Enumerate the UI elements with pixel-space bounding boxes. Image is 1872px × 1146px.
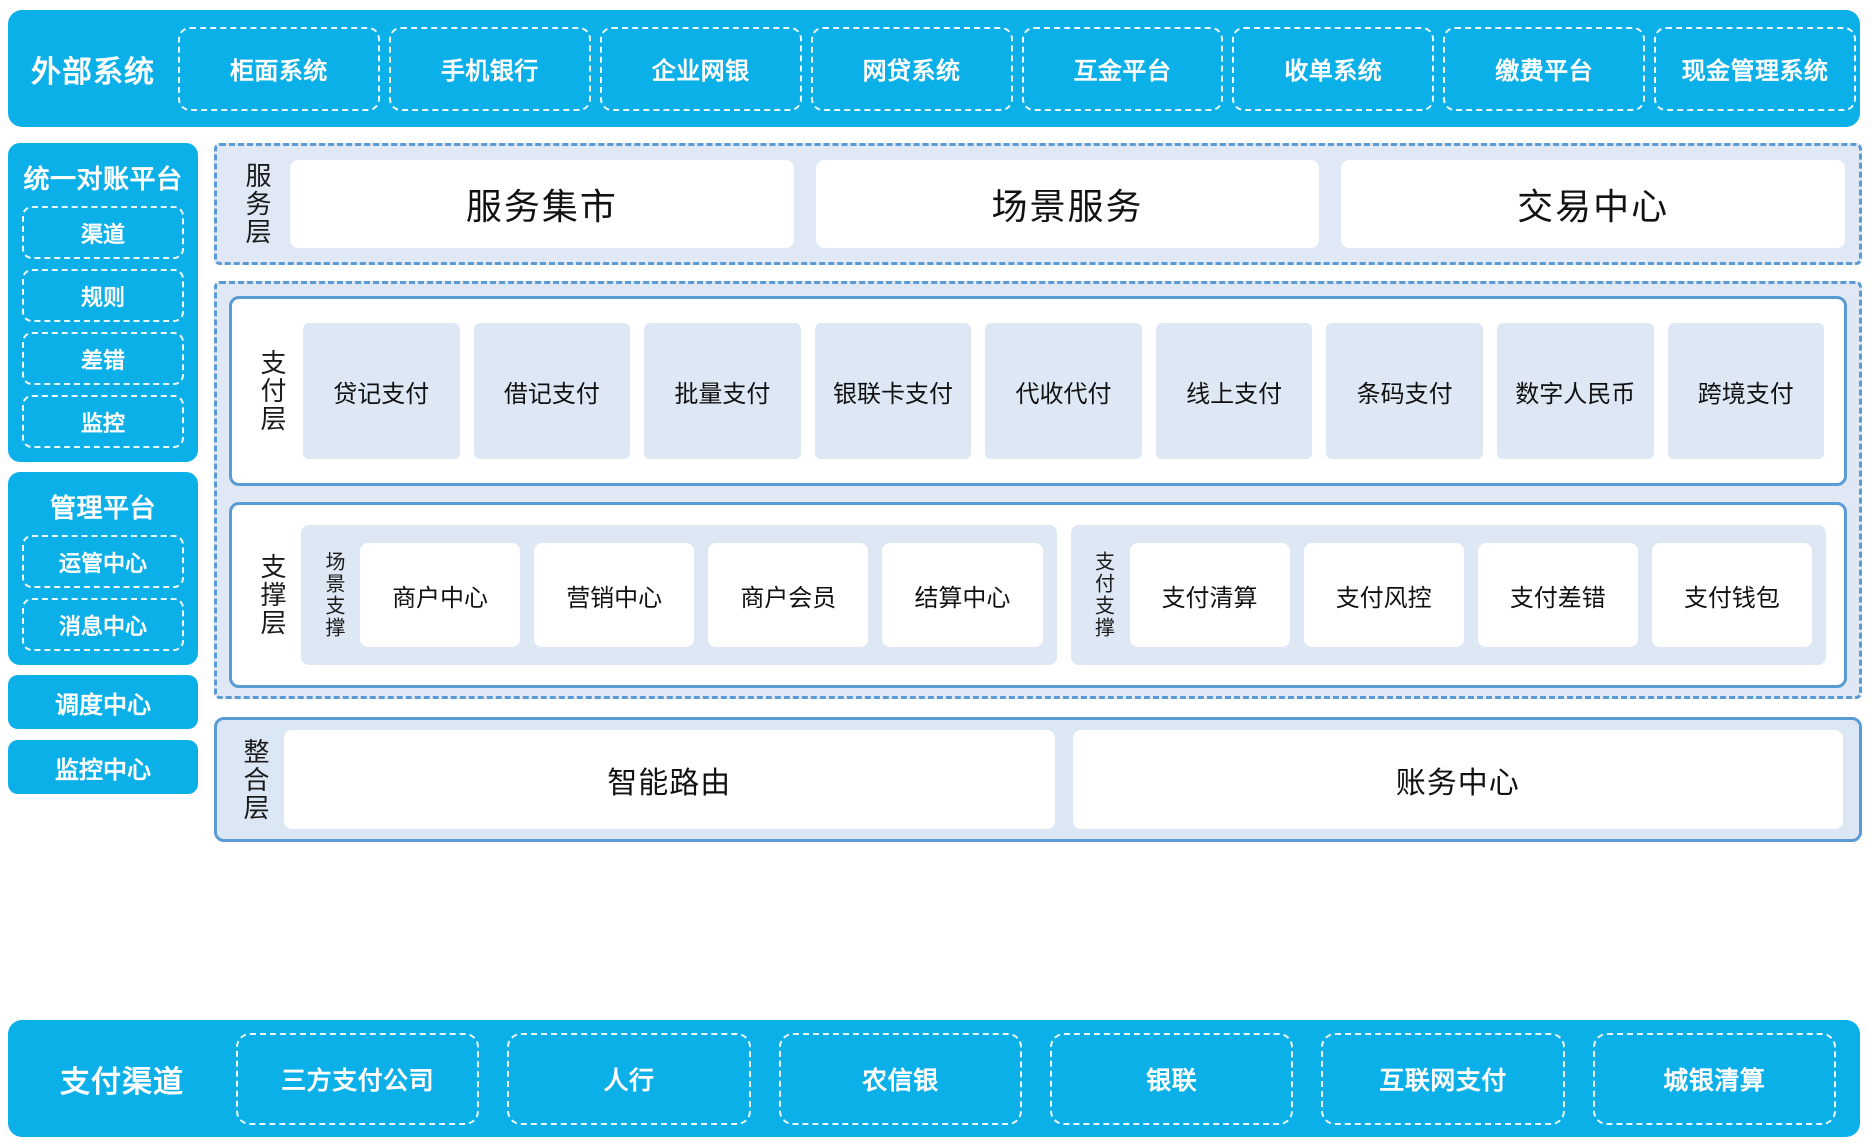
support-group-payment: 支付支撑 支付清算 支付风控 支付差错 支付钱包: [1070, 525, 1826, 665]
payment-card-crossborder[interactable]: 跨境支付: [1667, 323, 1825, 459]
external-systems-bar: 外部系统 柜面系统 手机银行 企业网银 网贷系统 互金平台 收单系统 缴费平台 …: [8, 10, 1860, 127]
payment-channel-chip[interactable]: 银联: [1049, 1032, 1294, 1125]
payment-channel-chip[interactable]: 农信银: [778, 1032, 1022, 1125]
sidebar-item-channel[interactable]: 渠道: [22, 206, 184, 259]
payment-card-unionpay[interactable]: 银联卡支付: [814, 323, 972, 459]
payment-layer-box: 支付层 贷记支付 借记支付 批量支付 银联卡支付 代收代付 线上支付 条码支付 …: [229, 296, 1847, 486]
sidebar-panel-management: 管理平台 运管中心 消息中心: [8, 472, 198, 665]
external-system-chip[interactable]: 企业网银: [599, 26, 802, 111]
support-group-scenario: 场景支撑 商户中心 营销中心 商户会员 结算中心: [301, 525, 1057, 665]
payment-channel-chip[interactable]: 互联网支付: [1321, 1032, 1565, 1125]
payment-card-online[interactable]: 线上支付: [1155, 323, 1313, 459]
external-systems-list: 柜面系统 手机银行 企业网银 网贷系统 互金平台 收单系统 缴费平台 现金管理系…: [178, 26, 1860, 111]
service-card-transaction[interactable]: 交易中心: [1341, 160, 1846, 248]
integration-card-smart-routing[interactable]: 智能路由: [284, 730, 1055, 829]
sidebar-panel-reconciliation: 统一对账平台 渠道 规则 差错 监控: [8, 143, 198, 462]
main-content: 服务层 服务集市 场景服务 交易中心 支付层 贷记支付 借记支付 批量支付 银联…: [214, 143, 1862, 842]
payment-channel-chip[interactable]: 城银清算: [1592, 1032, 1836, 1125]
external-system-chip[interactable]: 收单系统: [1232, 26, 1435, 111]
integration-card-accounting-center[interactable]: 账务中心: [1072, 730, 1843, 829]
payment-card-debit[interactable]: 借记支付: [473, 323, 631, 459]
integration-layer-box: 整合层 智能路由 账务中心: [214, 717, 1862, 842]
sidebar-item-monitor[interactable]: 监控: [22, 395, 184, 448]
support-group-label-payment: 支付支撑: [1091, 551, 1114, 639]
support-card-payment-error[interactable]: 支付差错: [1477, 543, 1638, 647]
core-layers-container: 支付层 贷记支付 借记支付 批量支付 银联卡支付 代收代付 线上支付 条码支付 …: [214, 281, 1862, 699]
sidebar-item-rule[interactable]: 规则: [22, 269, 184, 322]
payment-channel-chip[interactable]: 人行: [507, 1032, 751, 1125]
payment-layer-cards: 贷记支付 借记支付 批量支付 银联卡支付 代收代付 线上支付 条码支付 数字人民…: [299, 309, 1830, 473]
external-system-chip[interactable]: 缴费平台: [1443, 26, 1646, 111]
sidebar-panel-title: 统一对账平台: [23, 164, 183, 194]
integration-layer-label: 整合层: [240, 737, 270, 822]
sidebar-panel-title: 管理平台: [49, 493, 156, 523]
support-card-settlement-center[interactable]: 结算中心: [882, 543, 1043, 647]
sidebar-item-monitoring-center[interactable]: 监控中心: [8, 740, 198, 794]
support-layer-box: 支撑层 场景支撑 商户中心 营销中心 商户会员 结算中心 支付支撑: [229, 502, 1847, 688]
external-system-chip[interactable]: 柜面系统: [178, 26, 380, 111]
service-card-market[interactable]: 服务集市: [290, 160, 794, 248]
payment-card-dcep[interactable]: 数字人民币: [1496, 323, 1654, 459]
integration-layer-cards: 智能路由 账务中心: [282, 730, 1847, 829]
service-layer-cards: 服务集市 场景服务 交易中心: [284, 160, 1846, 248]
support-card-merchant-member[interactable]: 商户会员: [708, 543, 869, 647]
support-card-payment-clearing[interactable]: 支付清算: [1129, 543, 1290, 647]
external-system-chip[interactable]: 网贷系统: [810, 26, 1013, 111]
external-systems-title: 外部系统: [31, 55, 155, 89]
support-layer-groups: 场景支撑 商户中心 营销中心 商户会员 结算中心 支付支撑 支付清算 支付风控: [299, 515, 1830, 675]
payment-card-batch[interactable]: 批量支付: [644, 323, 801, 459]
payment-channel-list: 三方支付公司 人行 农信银 银联 互联网支付 城银清算: [236, 1032, 1860, 1125]
support-card-payment-risk[interactable]: 支付风控: [1303, 543, 1464, 647]
support-group-cards: 支付清算 支付风控 支付差错 支付钱包: [1126, 533, 1817, 657]
external-system-chip[interactable]: 现金管理系统: [1654, 26, 1856, 111]
service-layer-label: 服务层: [242, 162, 272, 246]
sidebar-item-message-center[interactable]: 消息中心: [22, 598, 184, 651]
sidebar-item-scheduling-center[interactable]: 调度中心: [8, 675, 198, 729]
support-card-payment-wallet[interactable]: 支付钱包: [1651, 543, 1812, 647]
payment-channel-chip[interactable]: 三方支付公司: [236, 1032, 480, 1125]
payment-channel-title: 支付渠道: [60, 1065, 184, 1099]
payment-card-barcode[interactable]: 条码支付: [1326, 323, 1483, 459]
payment-card-credit[interactable]: 贷记支付: [303, 323, 460, 459]
support-card-marketing-center[interactable]: 营销中心: [534, 543, 695, 647]
service-card-scenario[interactable]: 场景服务: [815, 160, 1320, 248]
service-layer-container: 服务层 服务集市 场景服务 交易中心: [214, 143, 1862, 265]
support-layer-label: 支撑层: [257, 553, 287, 637]
sidebar: 统一对账平台 渠道 规则 差错 监控 管理平台 运管中心 消息中心 调度中心 监…: [8, 143, 198, 805]
sidebar-item-operation-center[interactable]: 运管中心: [22, 535, 184, 588]
support-group-label-scenario: 场景支撑: [322, 551, 344, 639]
external-system-chip[interactable]: 手机银行: [388, 26, 591, 111]
support-card-merchant-center[interactable]: 商户中心: [360, 543, 521, 647]
support-group-cards: 商户中心 营销中心 商户会员 结算中心: [356, 533, 1047, 657]
payment-card-collection[interactable]: 代收代付: [985, 323, 1142, 459]
payment-channel-bar: 支付渠道 三方支付公司 人行 农信银 银联 互联网支付 城银清算: [8, 1020, 1860, 1137]
external-system-chip[interactable]: 互金平台: [1021, 26, 1224, 111]
sidebar-item-error[interactable]: 差错: [22, 332, 184, 385]
payment-layer-label: 支付层: [257, 349, 287, 433]
